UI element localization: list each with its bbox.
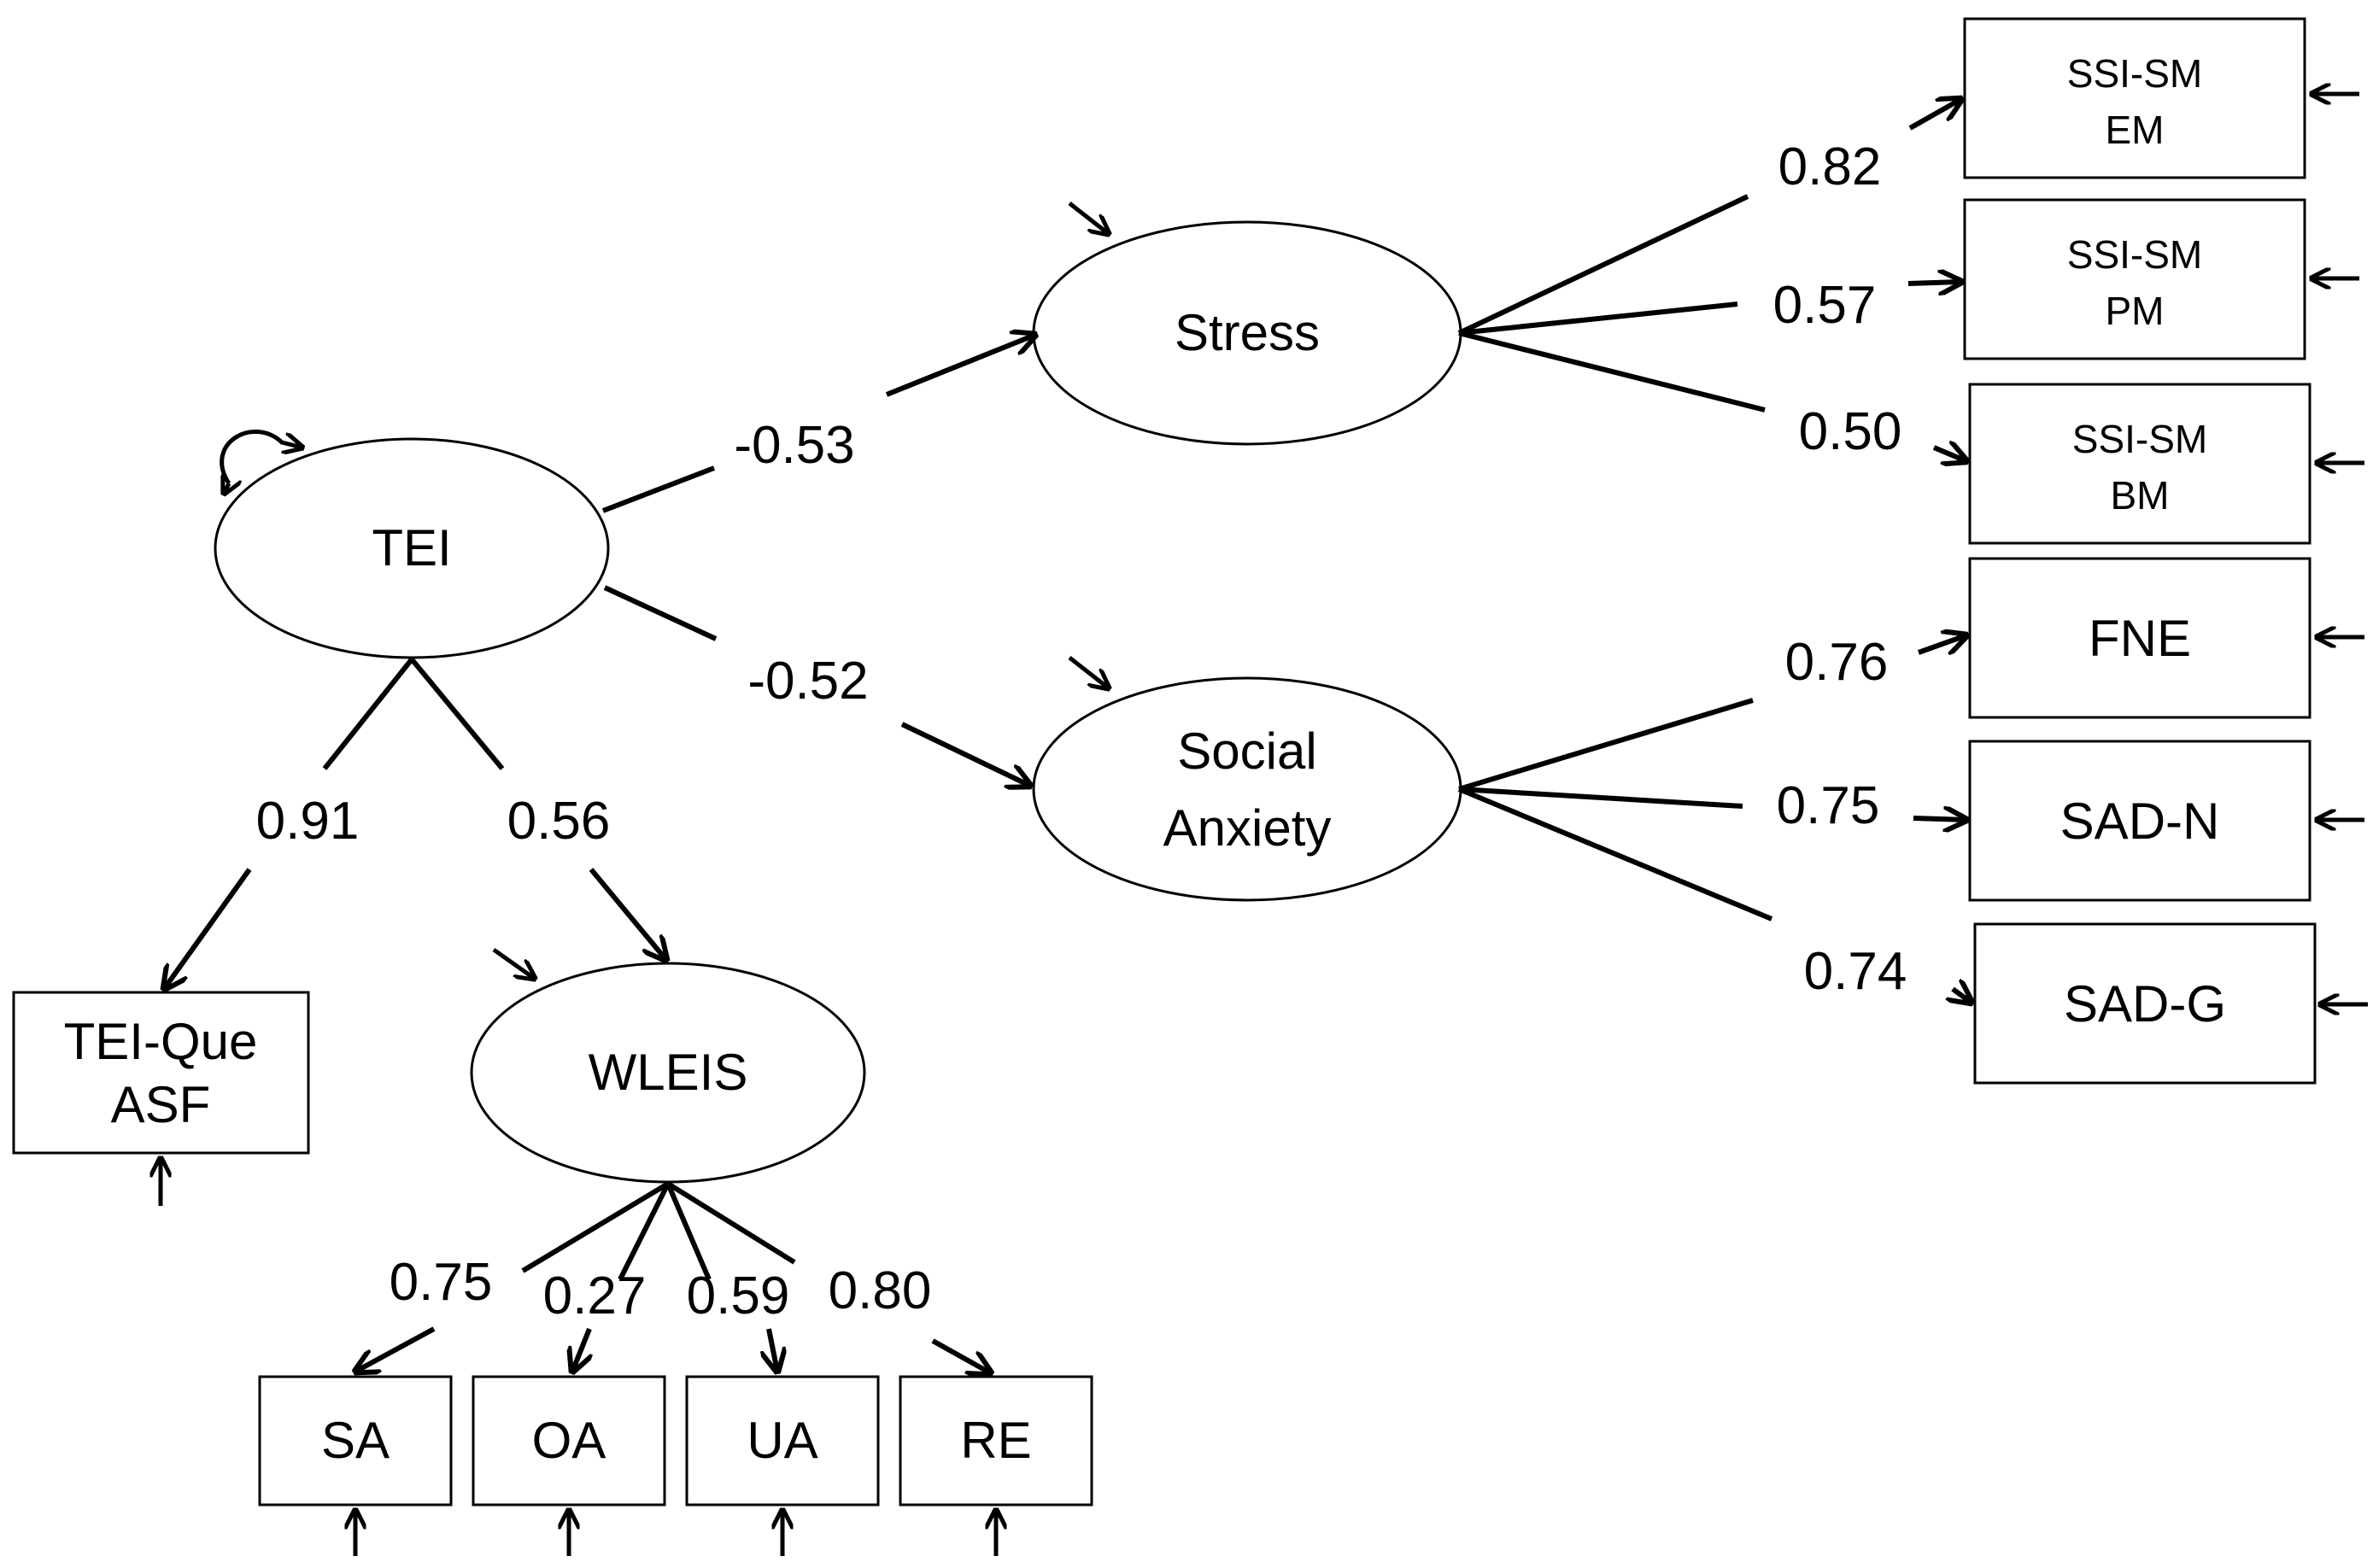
- latent-tei: TEI: [214, 437, 610, 659]
- indicator-sad-n-label: SAD-N: [2060, 793, 2220, 850]
- coef-stress-em: 0.82: [1778, 137, 1882, 196]
- indicator-fne: FNE: [1968, 557, 2311, 719]
- latent-stress: Stress: [1032, 220, 1462, 446]
- latent-wleis: WLEIS: [470, 962, 866, 1184]
- path-wleis-re: [666, 1181, 991, 1373]
- indicator-ssi-em-label-1: SSI-SM: [2067, 51, 2202, 96]
- latent-social-anxiety-label-1: Social: [1177, 723, 1316, 780]
- indicator-sa-label: SA: [321, 1412, 390, 1469]
- indicator-oa-label: OA: [532, 1412, 606, 1469]
- indicator-ssi-sm-pm: SSI-SM PM: [1963, 198, 2306, 360]
- path-sa-sadn: [1458, 787, 1966, 820]
- path-sa-fne: [1458, 635, 1966, 792]
- indicator-re-label: RE: [960, 1412, 1031, 1469]
- path-wleis-ua: [665, 1182, 777, 1372]
- indicator-sad-n: SAD-N: [1968, 740, 2311, 902]
- indicator-tei-que-label-2: ASF: [111, 1076, 211, 1133]
- coef-wleis-oa: 0.27: [543, 1267, 647, 1325]
- coef-sa-fne: 0.76: [1785, 633, 1889, 692]
- latent-wleis-label: WLEIS: [589, 1044, 748, 1101]
- path-tei-wleis: [409, 658, 666, 960]
- indicator-ssi-bm-label-1: SSI-SM: [2072, 417, 2207, 461]
- coef-stress-pm: 0.57: [1773, 276, 1877, 335]
- indicator-ssi-em-label-2: EM: [2106, 108, 2165, 152]
- indicator-ssi-sm-bm: SSI-SM BM: [1968, 383, 2311, 545]
- disturbance-social-anxiety-arrow: [1068, 656, 1109, 688]
- indicator-sad-g-label: SAD-G: [2064, 975, 2226, 1033]
- path-wleis-oa: [572, 1182, 671, 1372]
- path-stress-em: [1457, 99, 1961, 336]
- indicator-fne-label: FNE: [2089, 610, 2191, 667]
- coef-sa-sadg: 0.74: [1804, 942, 1907, 1001]
- path-stress-bm: [1458, 331, 1966, 461]
- coef-tei-wleis: 0.56: [507, 792, 611, 851]
- indicator-ua-label: UA: [747, 1412, 817, 1469]
- coef-tei-teique: 0.91: [256, 792, 360, 851]
- disturbance-stress-arrow: [1068, 202, 1109, 234]
- indicator-ssi-sm-em: SSI-SM EM: [1963, 17, 2306, 179]
- path-tei-teique: [164, 658, 414, 989]
- latent-stress-label: Stress: [1175, 304, 1320, 361]
- indicator-sa: SA: [258, 1375, 453, 1507]
- coef-wleis-ua: 0.59: [687, 1267, 790, 1325]
- indicator-tei-que-label-1: TEI-Que: [64, 1013, 258, 1070]
- indicator-sad-g: SAD-G: [1973, 922, 2317, 1085]
- disturbance-wleis-arrow: [492, 947, 535, 979]
- indicator-re: RE: [899, 1375, 1093, 1507]
- indicator-ssi-bm-label-2: BM: [2111, 473, 2170, 518]
- path-stress-pm: [1458, 282, 1961, 336]
- indicator-ua: UA: [685, 1375, 880, 1507]
- latent-tei-label: TEI: [372, 519, 451, 576]
- path-wleis-sa: [355, 1181, 670, 1372]
- path-tei-social-anxiety: [603, 585, 1030, 786]
- latent-social-anxiety: Social Anxiety: [1032, 676, 1462, 902]
- coef-wleis-re: 0.80: [829, 1261, 932, 1320]
- indicator-oa: OA: [472, 1375, 666, 1507]
- path-tei-stress: [601, 335, 1035, 513]
- coef-tei-social-anxiety: -0.52: [747, 652, 868, 711]
- coef-stress-bm: 0.50: [1799, 402, 1902, 461]
- coef-sa-sadn: 0.75: [1777, 776, 1880, 835]
- coef-tei-stress: -0.53: [734, 416, 854, 475]
- indicator-ssi-pm-label-1: SSI-SM: [2067, 232, 2202, 277]
- indicator-tei-que-asf: TEI-Que ASF: [12, 991, 310, 1155]
- tei-variance-arrow: [220, 430, 302, 494]
- indicator-ssi-pm-label-2: PM: [2106, 289, 2165, 333]
- latent-social-anxiety-label-2: Anxiety: [1163, 799, 1332, 857]
- path-sa-sadg: [1457, 787, 1972, 1003]
- coef-wleis-sa: 0.75: [390, 1253, 493, 1312]
